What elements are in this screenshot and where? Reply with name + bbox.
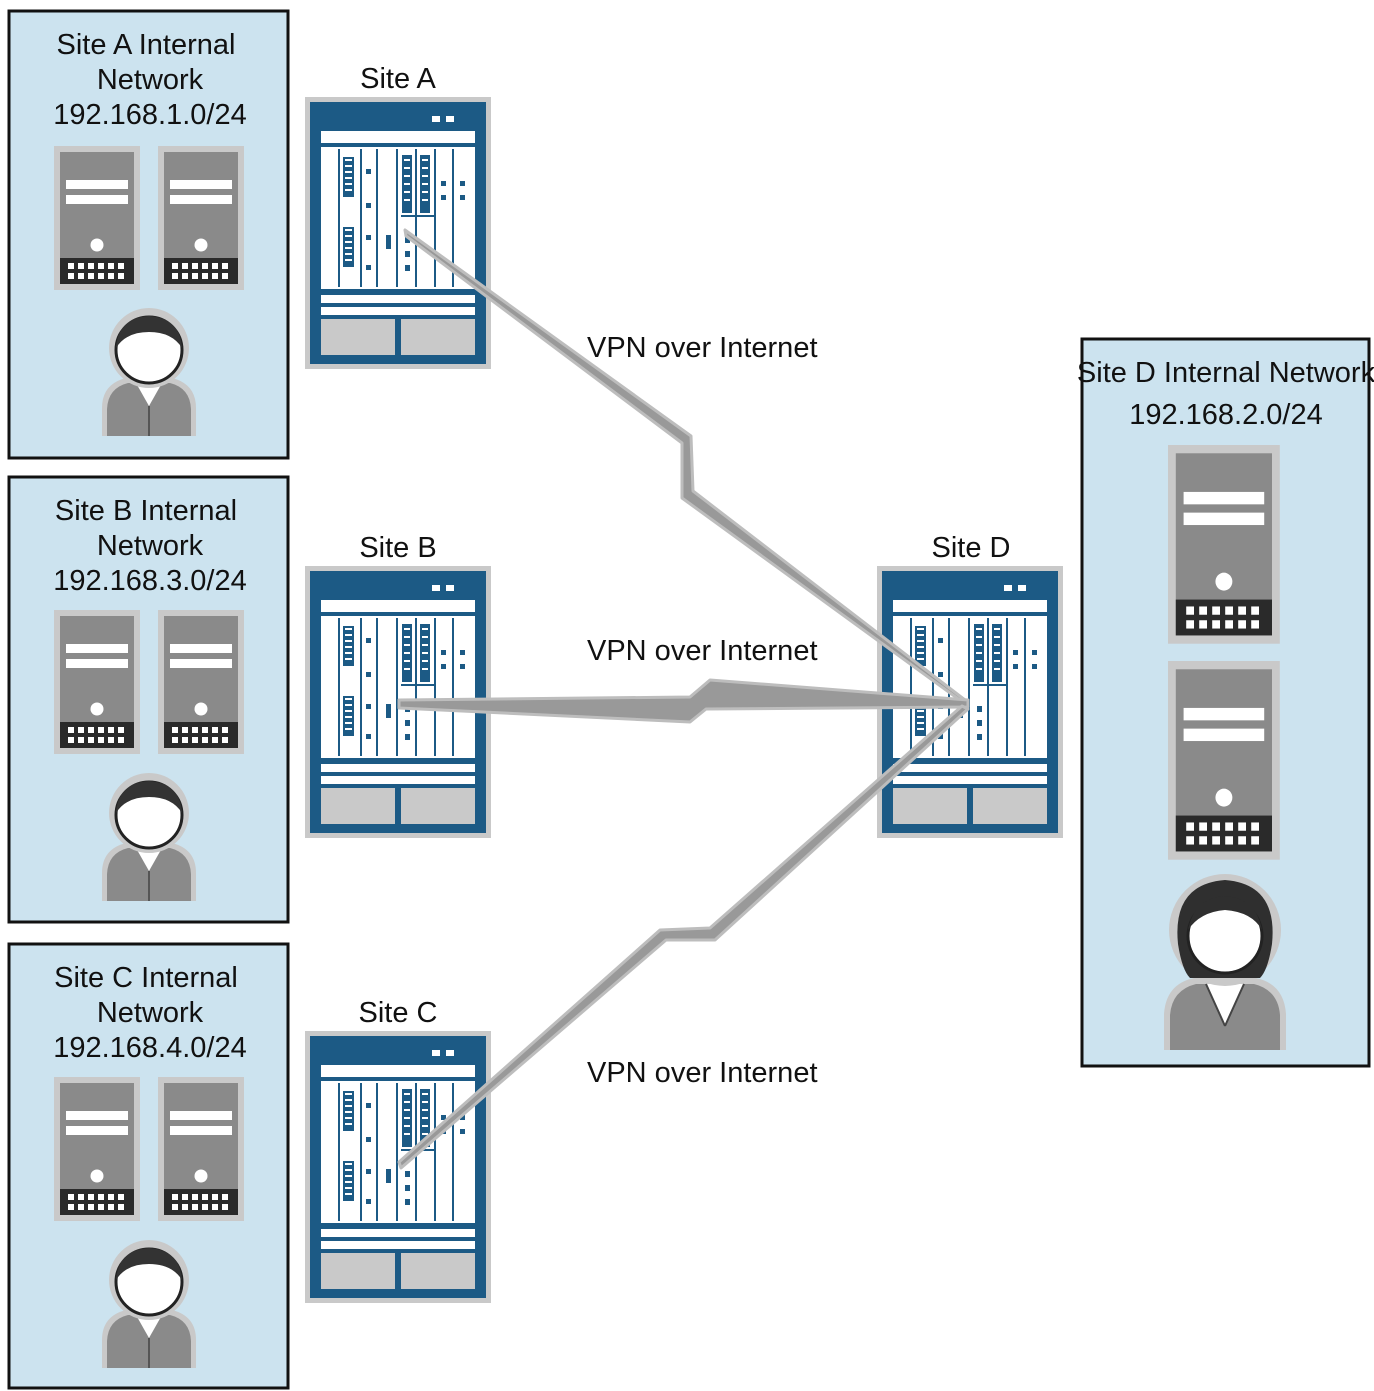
vpn-link-b-d-label: VPN over Internet [587, 635, 818, 667]
router-site-b: Site B [305, 532, 491, 838]
vpn-link-b-d: VPN over Internet [397, 635, 970, 724]
site-a-network-panel: Site A Internal Network 192.168.1.0/24 [7, 9, 290, 460]
site-c-network-panel: Site C Internal Network 192.168.4.0/24 [7, 942, 290, 1390]
site-b-network-panel: Site B Internal Network 192.168.3.0/24 [7, 475, 290, 924]
site-a-subnet: 192.168.1.0/24 [53, 99, 247, 131]
router-site-b-label: Site B [359, 532, 436, 564]
site-a-network-name: Site A Internal [57, 29, 236, 61]
site-b-subnet: 192.168.3.0/24 [53, 565, 247, 597]
server-icon [1168, 445, 1280, 644]
site-a-network-name-2: Network [97, 64, 204, 96]
server-icon [158, 610, 244, 754]
site-b-network-name: Site B Internal [55, 495, 237, 527]
server-icon [158, 1077, 244, 1221]
router-site-a-label: Site A [360, 63, 436, 95]
vpn-link-a-d-label: VPN over Internet [587, 332, 818, 364]
router-site-d: Site D [877, 532, 1063, 838]
server-icon [54, 146, 140, 290]
server-icon [1168, 661, 1280, 860]
router-site-a: Site A [305, 63, 491, 369]
server-icon [54, 1077, 140, 1221]
vpn-link-c-d-label: VPN over Internet [587, 1057, 818, 1089]
site-d-network-name: Site D Internal Network [1077, 357, 1374, 389]
user-female-icon [1162, 872, 1288, 1052]
router-icon [305, 97, 491, 369]
router-site-c-label: Site C [359, 997, 438, 1029]
router-icon [305, 1031, 491, 1303]
router-site-d-label: Site D [932, 532, 1011, 564]
site-d-subnet: 192.168.2.0/24 [1129, 399, 1323, 431]
server-icon [54, 610, 140, 754]
vpn-link-c-d: VPN over Internet [397, 704, 970, 1170]
site-b-network-name-2: Network [97, 530, 204, 562]
site-c-subnet: 192.168.4.0/24 [53, 1032, 247, 1064]
router-site-c: Site C [305, 997, 491, 1303]
site-c-network-name: Site C Internal [54, 962, 238, 994]
site-c-network-name-2: Network [97, 997, 204, 1029]
server-icon [158, 146, 244, 290]
site-d-network-panel: Site D Internal Network 192.168.2.0/24 [1077, 337, 1374, 1068]
